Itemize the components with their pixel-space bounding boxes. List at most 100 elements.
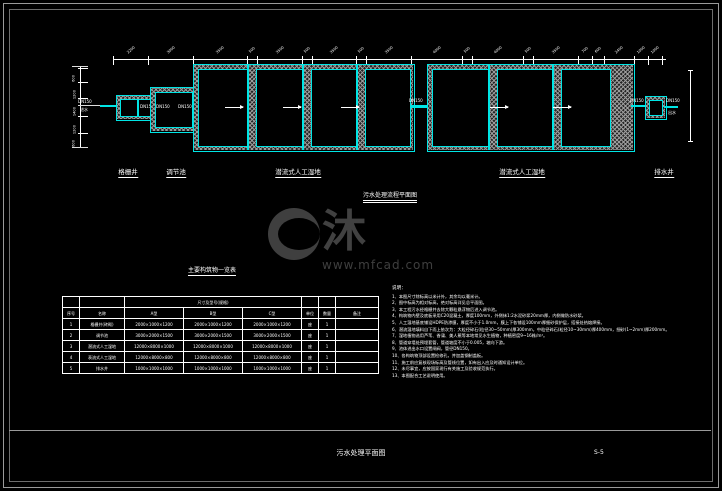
- table-cell: 1: [318, 340, 336, 352]
- table-cell: 12000×8000×800: [242, 351, 302, 363]
- dimension-tick: [78, 82, 88, 83]
- table-title: 主要构筑物一览表: [187, 265, 237, 276]
- note-item: 2、图中标高为相对标高，绝对标高详见总平面图。: [392, 300, 487, 306]
- table-column-header: 备注: [335, 307, 379, 319]
- note-item: 8、管道穿墙处预埋套管，管道坡度不小于0.005，坡向下游。: [392, 339, 508, 345]
- table-cell: 1: [318, 318, 336, 330]
- dimension-tick: [312, 56, 313, 61]
- dimension-extension: [113, 59, 114, 65]
- unit-label-3: 潜流式人工湿地: [275, 168, 321, 178]
- table-cell: 座: [301, 318, 319, 330]
- pipe-wetland-to-outlet-well: [631, 105, 647, 107]
- table-column-header: 单位: [301, 307, 319, 319]
- dimension-extension: [604, 59, 605, 65]
- effluent-pipe: [664, 106, 678, 108]
- note-item: 13、本图配合工艺说明使用。: [392, 372, 448, 378]
- table-blank-cell: [79, 296, 125, 308]
- right-tick-bottom: [688, 141, 693, 142]
- inlet-pipe: [100, 105, 116, 107]
- unit-label-4: 潜流式人工湿地: [499, 168, 545, 178]
- table-column-header: A型: [124, 307, 184, 319]
- drawing-number: S-5: [594, 449, 604, 456]
- dimension-extension: [648, 59, 649, 65]
- dimension-tick: [78, 68, 88, 69]
- dimension-tick: [411, 56, 412, 61]
- note-item: 3、本工程污水经格栅井去除大颗粒悬浮物后进入调节池。: [392, 306, 500, 312]
- table-cell: 12000×8000×1000: [242, 340, 302, 352]
- dimension-extension: [193, 59, 194, 65]
- unit-label-5: 排水井: [654, 168, 674, 178]
- dimension-tick: [247, 56, 248, 61]
- flow-arrow-icon: [553, 105, 572, 109]
- wetland-west-outline: [193, 64, 415, 152]
- dimension-tick: [257, 56, 258, 61]
- table-cell: 3000×2000×1500: [242, 329, 302, 341]
- equalization-inlet-label: DN150: [156, 104, 170, 109]
- notes-list: 1、本图尺寸除标高以米计外，其余均以毫米计。2、图中标高为相对标高，绝对标高详见…: [392, 294, 722, 380]
- table-cell: 2000×1000×1200: [242, 318, 302, 330]
- table-cell: 座: [301, 362, 319, 374]
- table-cell: [335, 362, 379, 374]
- dimension-extension: [302, 59, 303, 65]
- note-item: 5、人工湿地基底铺设HDPE防渗膜，厚度不小于1.0mm，膜上下各铺设100mm…: [392, 319, 605, 325]
- dimension-tick: [472, 56, 473, 61]
- table-cell: 1000×1000×1000: [242, 362, 302, 374]
- table-cell: 2000×1000×1200: [124, 318, 184, 330]
- dimension-tick: [366, 56, 367, 61]
- note-item: 10、各构筑物顶部设置检修孔，并加盖钢制盖板。: [392, 352, 486, 358]
- dimension-tick: [604, 56, 605, 61]
- dimension-tick: [302, 56, 303, 61]
- equalization-tank-inner: [155, 92, 193, 128]
- table-cell: 5: [62, 362, 80, 374]
- table-group-header-row: 尺寸及型号(规格): [62, 296, 379, 308]
- sheet-border-outer: [3, 3, 719, 488]
- table-cell: 座: [301, 329, 319, 341]
- table-cell: 3000×2000×1500: [183, 329, 243, 341]
- outlet-well-outline: [645, 96, 667, 120]
- table-title-text: 主要构筑物一览表: [187, 267, 237, 276]
- note-item: 4、构筑物内壁及底板采用C20混凝土，厚度100mm，外侧抹1:2水泥砂浆20m…: [392, 313, 586, 319]
- wetland-east-divider-1: [488, 64, 490, 150]
- inlet-flow-label: 进水: [80, 107, 88, 112]
- table-cell: 1: [318, 329, 336, 341]
- flow-arrow-icon: [341, 105, 360, 109]
- dimension-extension: [411, 59, 412, 65]
- note-item: 12、未尽事宜，应按国家现行有关施工及验收规范执行。: [392, 366, 498, 372]
- table-column-header: 序号: [62, 307, 80, 319]
- dimension-tick: [592, 56, 593, 61]
- dimension-extension: [257, 59, 258, 65]
- dimension-tick: [113, 56, 114, 61]
- table-column-header: C型: [242, 307, 302, 319]
- equalization-tank-outline: [150, 87, 198, 133]
- wetland-west-cell-4: [365, 69, 411, 147]
- table-cell: [335, 351, 379, 363]
- outlet-well-inner: [649, 100, 663, 116]
- dimension-extension: [662, 59, 663, 65]
- dimension-tick: [148, 56, 149, 61]
- note-item: 11、施工前应复核现场标高及管线位置，如有出入应及时通知设计单位。: [392, 359, 528, 365]
- table-blank-cell: [301, 296, 319, 308]
- table-column-header: 数量: [318, 307, 336, 319]
- dimension-extension: [578, 59, 579, 65]
- dimension-tick: [78, 116, 88, 117]
- table-cell: 调节池: [79, 329, 125, 341]
- effluent-flow-label: 出水: [668, 110, 676, 115]
- table-cell: 座: [301, 351, 319, 363]
- dimension-value: 1400: [72, 107, 77, 117]
- mid-pipe-label: DN150: [409, 98, 423, 103]
- unit-label-text: 潜流式人工湿地: [499, 168, 545, 178]
- table-cell: 4: [62, 351, 80, 363]
- wetland-west-divider-2: [302, 64, 304, 150]
- outlet-pipe-label: DN150: [630, 98, 644, 103]
- table-cell: 潜流式人工湿地: [79, 340, 125, 352]
- dimension-extension: [148, 59, 149, 65]
- flow-arrow-icon: [225, 105, 244, 109]
- unit-label-2: 调节池: [166, 168, 186, 178]
- wetland-east-cell-1: [432, 69, 490, 147]
- dimension-tick: [533, 56, 534, 61]
- notes-header: 说明：: [392, 286, 406, 291]
- dimension-value: 1200: [72, 124, 77, 134]
- left-axis-extension-bottom: [72, 147, 88, 148]
